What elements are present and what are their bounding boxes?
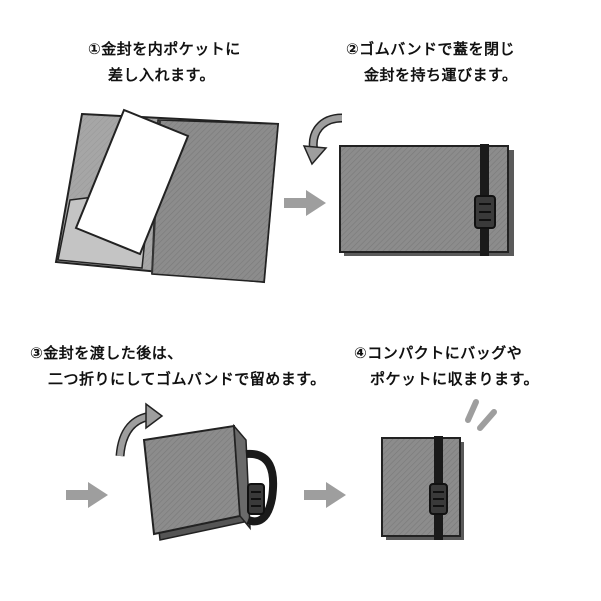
- step2-line1: ②ゴムバンドで蓋を閉じ: [346, 40, 515, 58]
- step1-caption: ①金封を内ポケットに 差し入れます。: [88, 36, 241, 88]
- elastic-band: [245, 449, 278, 526]
- step3-folding-holder: [142, 423, 278, 541]
- step2-line2: 金封を持ち運びます。: [364, 66, 518, 84]
- step4-line1: ④コンパクトにバッグや: [354, 344, 523, 362]
- step1-line1: ①金封を内ポケットに: [88, 40, 241, 58]
- step3-line2: 二つ折りにしてゴムバンドで留めます。: [48, 370, 326, 388]
- right-arrow-icon: [304, 482, 346, 508]
- step4-caption: ④コンパクトにバッグや ポケットに収まります。: [354, 340, 539, 392]
- curved-arrow-icon: [302, 113, 343, 166]
- step2-caption: ②ゴムバンドで蓋を閉じ 金封を持ち運びます。: [346, 36, 518, 88]
- step4-compact-holder: [381, 436, 464, 540]
- right-arrow-icon: [66, 482, 108, 508]
- step1-line2: 差し入れます。: [108, 66, 216, 84]
- emphasis-marks-icon: [465, 399, 497, 431]
- step3-caption: ③金封を渡した後は、 二つ折りにしてゴムバンドで留めます。: [30, 340, 326, 392]
- envelope: [74, 108, 190, 256]
- right-arrow-icon: [284, 190, 326, 216]
- curved-arrow-icon: [115, 402, 164, 457]
- step3-line1: ③金封を渡した後は、: [30, 344, 183, 362]
- elastic-band: [474, 144, 496, 256]
- step1-open-holder: [54, 108, 280, 284]
- step4-line2: ポケットに収まります。: [370, 370, 540, 388]
- step2-closed-holder: [339, 144, 514, 256]
- elastic-band: [429, 436, 448, 540]
